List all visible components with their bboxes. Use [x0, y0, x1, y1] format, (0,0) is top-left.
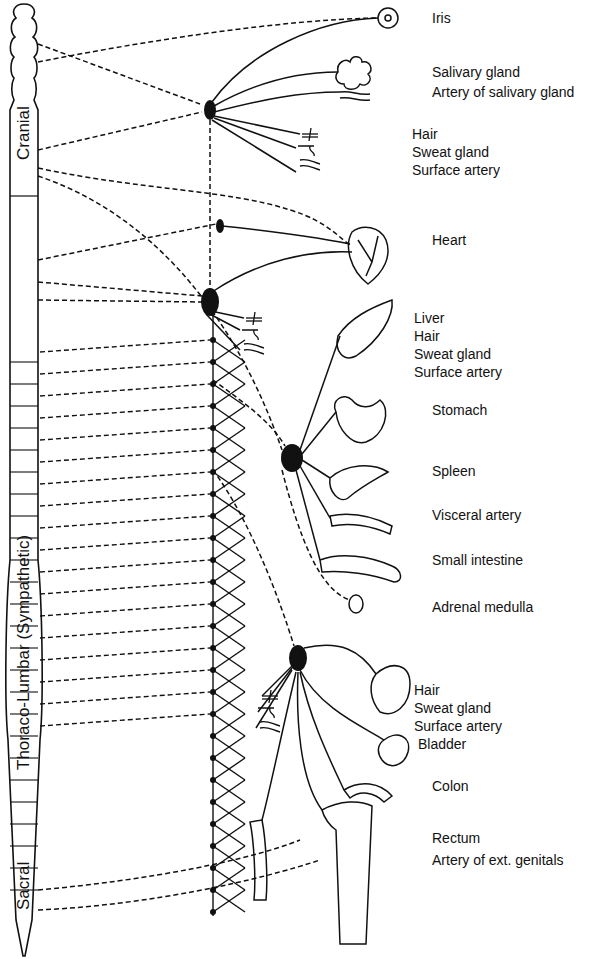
organ-label: Sweat gland	[414, 346, 491, 362]
organ-label: Small intestine	[432, 552, 523, 568]
organ-label: Artery of ext. genitals	[432, 852, 564, 868]
region-label: Sacral	[14, 862, 34, 910]
organ-label: Surface artery	[414, 718, 502, 734]
organ-label: Heart	[432, 232, 466, 248]
region-label: Thoraco-Lumbar (Sympathetic)	[14, 535, 34, 770]
organ-label: Salivary gland	[432, 64, 520, 80]
organ-label: Liver	[414, 310, 444, 326]
region-label: Cranial	[14, 106, 34, 160]
organ-label: Bladder	[418, 736, 466, 752]
organ-label: Visceral artery	[432, 507, 521, 523]
organ-label: Iris	[432, 10, 451, 26]
organ-label: Surface artery	[414, 364, 502, 380]
organ-label: Sweat gland	[412, 144, 489, 160]
organ-label: Stomach	[432, 402, 487, 418]
organ-label: Sweat gland	[414, 700, 491, 716]
organ-label: Rectum	[432, 830, 480, 846]
organ-label: Hair	[414, 682, 440, 698]
organ-label: Adrenal medulla	[432, 599, 533, 615]
organ-label: Hair	[412, 126, 438, 142]
organ-label: Colon	[432, 778, 469, 794]
organ-label: Artery of salivary gland	[432, 84, 574, 100]
organ-label: Surface artery	[412, 162, 500, 178]
organ-label: Hair	[414, 328, 440, 344]
organ-label: Spleen	[432, 463, 476, 479]
